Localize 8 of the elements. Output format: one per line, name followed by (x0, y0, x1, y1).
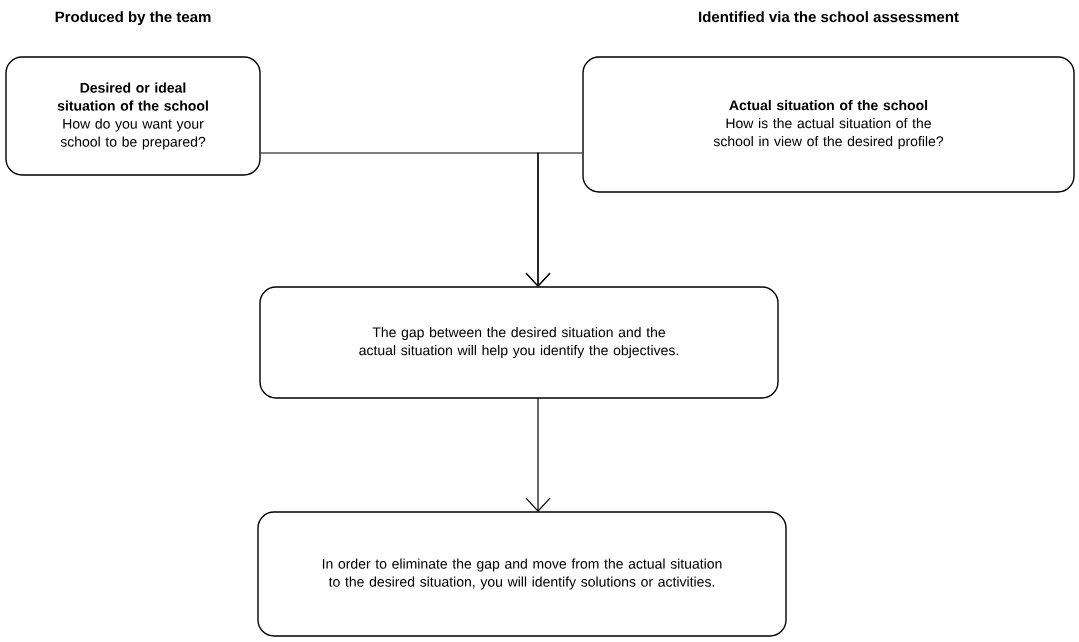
arrow (525, 397, 551, 512)
process-box: In order to eliminate the gap and move from the actual situation to the desired situation, you will identify solutions or activities. (257, 511, 787, 637)
arrow (525, 152, 583, 287)
process-box: Desired or ideal situation of the school How do you want your school to be prepared? (5, 56, 261, 176)
heading-text: Produced by the team (55, 11, 211, 26)
process-box: The gap between the desired situation and the actual situation will help you identify the objectives. (259, 286, 779, 399)
process-box: Actual situation of the school How is the actual situation of the school in view of the desired profile? (582, 56, 1075, 193)
heading-text: Identified via the school assessment (699, 11, 959, 23)
